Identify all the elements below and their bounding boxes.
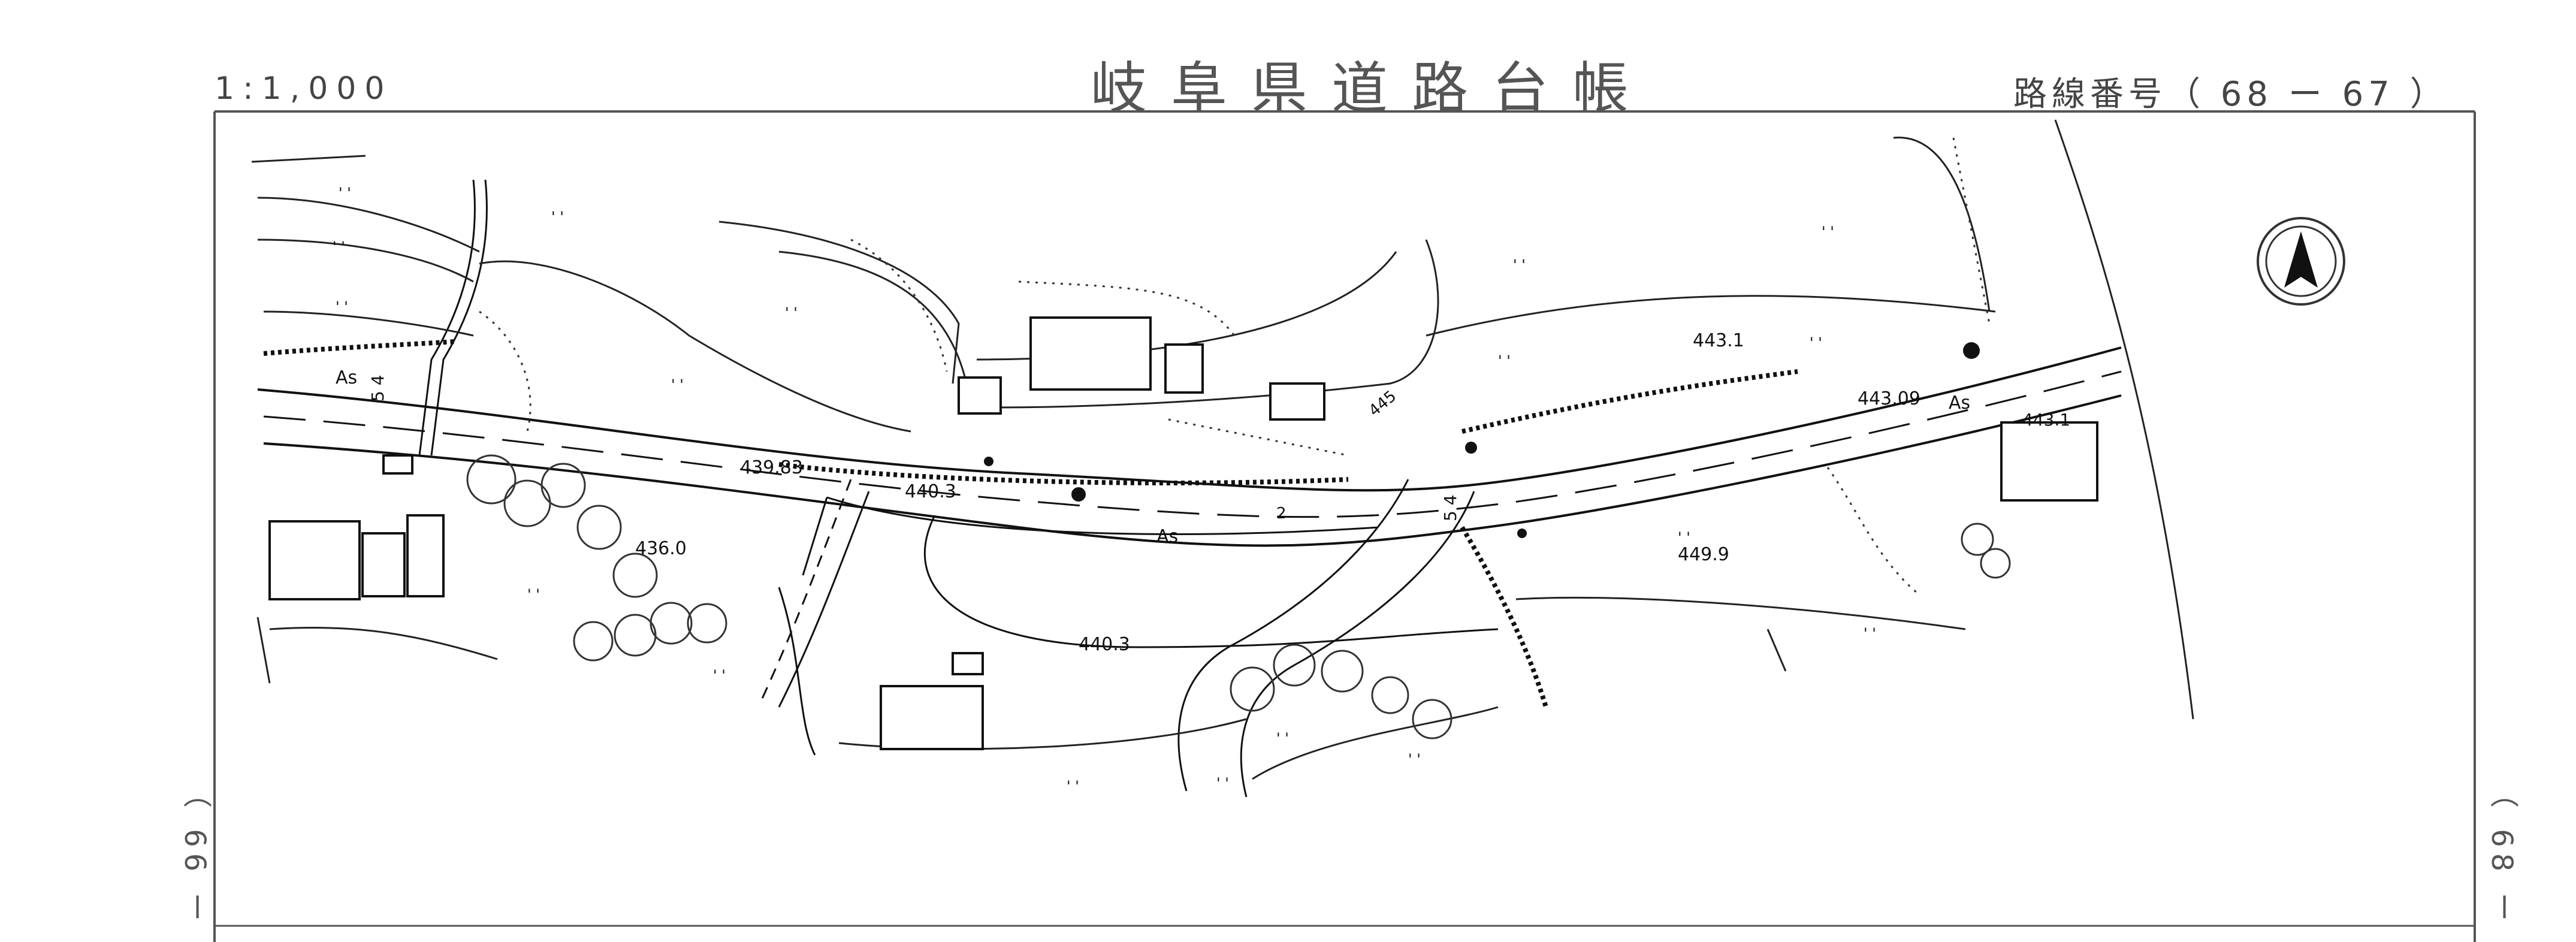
hedge-lines (479, 137, 1991, 594)
stone-walls (466, 454, 2011, 739)
svg-text:' ': ' ' (339, 185, 351, 201)
elevation-label: 440.3 (905, 481, 956, 502)
map-symbols (984, 342, 1980, 538)
map-scale: 1:1,000 (215, 71, 393, 107)
svg-text:' ': ' ' (1498, 352, 1511, 369)
svg-text:' ': ' ' (336, 298, 348, 315)
elevation-label: 439.83 (740, 457, 803, 478)
svg-text:' ': ' ' (1864, 625, 1876, 642)
north-arrow-icon (2257, 217, 2345, 306)
elevation-label: 443.09 (1858, 388, 1920, 409)
elevation-label: 445 (1366, 387, 1400, 420)
map-frame (213, 110, 2476, 942)
svg-text:' ': ' ' (333, 238, 345, 255)
svg-text:' ': ' ' (671, 376, 684, 393)
buildings (268, 316, 2098, 750)
svg-text:' ': ' ' (527, 586, 540, 603)
route-number: 路線番号（ 68 ー 67 ） (2013, 75, 2448, 114)
svg-text:' ': ' ' (1513, 256, 1526, 273)
svg-text:' ': ' ' (785, 304, 798, 321)
svg-text:' ': ' ' (1810, 334, 1822, 351)
svg-text:' ': ' ' (1822, 224, 1834, 240)
road-label-as: As (1156, 526, 1178, 547)
elevation-label: 443.1 (1693, 330, 1744, 351)
svg-text:' ': ' ' (1216, 775, 1229, 792)
elevation-label: 440.3 (1079, 634, 1130, 655)
svg-text:' ': ' ' (1408, 751, 1421, 768)
elevation-label: 436.0 (635, 538, 687, 559)
side-label-right: （ 68 ー (2485, 779, 2518, 928)
branch-roads (418, 179, 1475, 798)
lane-count-label: 5 4 (1440, 494, 1460, 521)
road-label-as: As (1949, 393, 1970, 413)
lane-count-label: 5 4 (368, 375, 388, 401)
svg-text:' ': ' ' (1067, 778, 1079, 795)
svg-text:' ': ' ' (551, 209, 564, 225)
field-marks: ' '' '' ' ' '' '' ' ' '' '' ' ' '' '' ' … (333, 185, 1876, 795)
lane-count-label: 2 (1276, 505, 1287, 523)
road-label-as: As (336, 367, 357, 388)
retaining-wall (263, 339, 1798, 708)
svg-text:' ': ' ' (1678, 529, 1690, 546)
svg-text:' ': ' ' (713, 667, 726, 684)
elevation-label: 449.9 (1678, 544, 1729, 565)
road (257, 346, 2122, 648)
elevation-label: 443.1 (2022, 410, 2070, 430)
side-label-left: （ 66 ー (178, 779, 212, 928)
svg-text:' ': ' ' (1276, 730, 1289, 747)
